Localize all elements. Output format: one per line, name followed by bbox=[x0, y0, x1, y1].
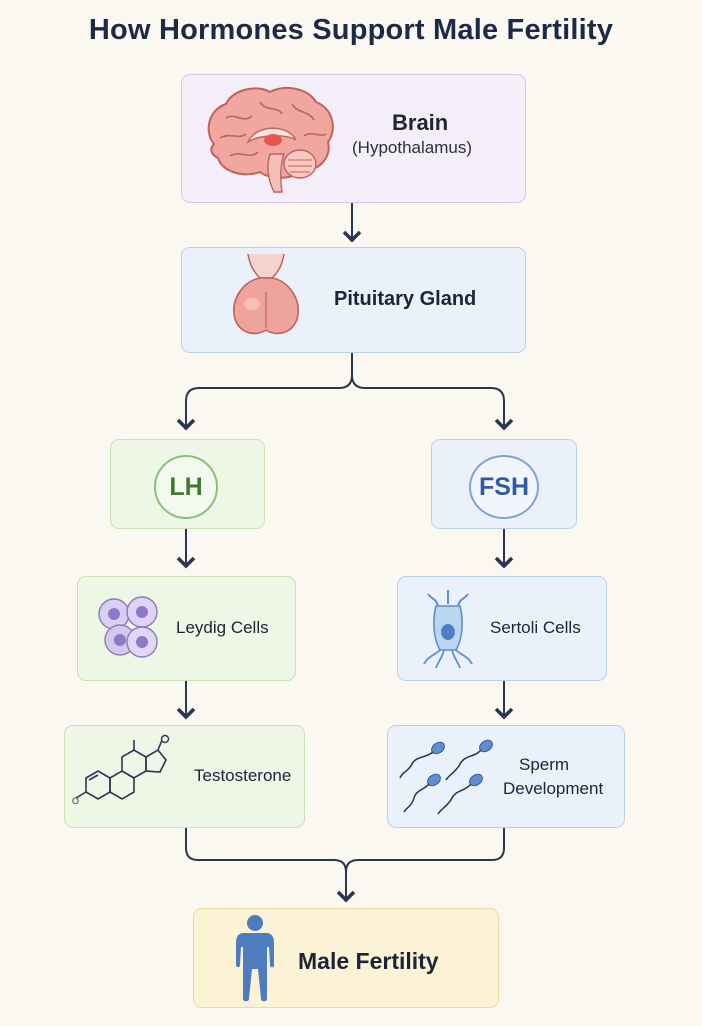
sertoli-box bbox=[397, 576, 607, 681]
pituitary-label: Pituitary Gland bbox=[334, 288, 477, 310]
steroid-molecule-icon: O bbox=[72, 734, 170, 806]
sperm-box bbox=[387, 725, 625, 828]
testosterone-label: Testosterone bbox=[194, 766, 292, 785]
svg-text:O: O bbox=[72, 796, 79, 806]
person-icon bbox=[236, 915, 274, 1002]
leydig-label: Leydig Cells bbox=[176, 618, 269, 637]
pituitary-icon bbox=[233, 253, 299, 335]
fsh-circle: FSH bbox=[469, 455, 539, 519]
arrow-pituitary-to-fsh bbox=[351, 374, 514, 431]
sperm-label-line1: Sperm bbox=[519, 755, 570, 774]
arrow-sperm-to-fertility bbox=[345, 828, 505, 873]
arrow-testosterone-to-fertility bbox=[185, 828, 356, 903]
lh-label: LH bbox=[169, 472, 203, 501]
brain-icon bbox=[207, 86, 334, 193]
arrow-pituitary-to-lh bbox=[176, 353, 353, 431]
leydig-cells-icon bbox=[98, 596, 158, 658]
testosterone-box bbox=[64, 725, 305, 828]
fsh-label: FSH bbox=[479, 472, 529, 501]
lh-circle: LH bbox=[154, 455, 218, 519]
fertility-label: Male Fertility bbox=[298, 948, 439, 974]
sertoli-cell-icon bbox=[423, 590, 473, 669]
brain-label: Brain bbox=[392, 110, 449, 135]
sperm-label-line2: Development bbox=[503, 779, 604, 798]
sertoli-label: Sertoli Cells bbox=[490, 618, 581, 637]
page-title: How Hormones Support Male Fertility bbox=[88, 14, 614, 46]
brain-sublabel: (Hypothalamus) bbox=[352, 138, 472, 157]
sperm-icon bbox=[399, 739, 493, 815]
